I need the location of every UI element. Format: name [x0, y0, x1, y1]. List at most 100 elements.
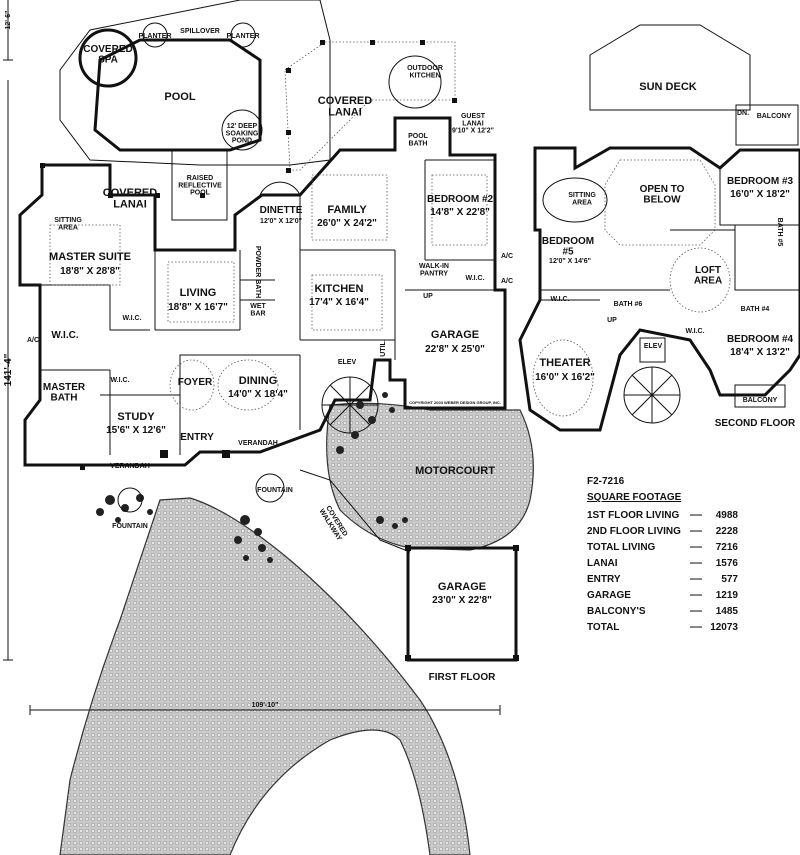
label-wic-master-2: W.I.C.	[51, 330, 78, 341]
label-theater-dim: 16'0" X 16'2"	[535, 372, 595, 383]
label-theater: THEATER	[539, 357, 590, 369]
label-fountain-2: FOUNTAIN	[257, 487, 293, 494]
label-up-second: UP	[607, 317, 617, 324]
label-elev-second: ELEV	[644, 343, 663, 350]
dim-depth-top: 12'-6"	[5, 11, 12, 30]
label-bedroom3-dim: 16'0" X 18'2"	[730, 189, 790, 200]
sqft-value: 1485	[716, 606, 739, 617]
second-floor-outline	[518, 24, 800, 432]
label-planter-right: PLANTER	[226, 33, 259, 40]
label-study: STUDY	[117, 411, 155, 423]
sqft-value: 7216	[716, 542, 739, 553]
sqft-label: LANAI	[587, 558, 618, 569]
label-family: FAMILY	[327, 204, 367, 216]
label-wic-study: W.I.C.	[110, 377, 129, 384]
first-floor-caption: FIRST FLOOR	[429, 672, 496, 683]
sqft-value: 12073	[710, 622, 738, 633]
label-verandah-1: VERANDAH	[238, 440, 278, 447]
label-dining: DINING	[239, 375, 278, 387]
label-fountain-1: FOUNTAIN	[112, 523, 148, 530]
label-balcony-top: BALCONY	[757, 113, 792, 120]
label-elev-first: ELEV	[338, 359, 357, 366]
dimension-lines	[3, 0, 501, 715]
label-kitchen: KITCHEN	[315, 283, 364, 295]
first-floor-outline	[18, 116, 507, 467]
label-powder-bath: POWDER BATH	[254, 246, 261, 298]
sqft-rows: 1ST FLOOR LIVING 4988 2ND FLOOR LIVING 2228…	[587, 510, 738, 633]
sqft-label: 2ND FLOOR LIVING	[587, 526, 681, 537]
label-bedroom3: BEDROOM #3	[727, 176, 794, 187]
label-spillover: SPILLOVER	[180, 28, 220, 35]
label-wic-2b: W.I.C.	[685, 328, 704, 335]
sqft-value: 577	[721, 574, 738, 585]
sqft-value: 1219	[716, 590, 739, 601]
plan-code: F2-7216	[587, 476, 625, 487]
label-ac-2: A/C	[501, 278, 513, 285]
sqft-label: ENTRY	[587, 574, 621, 585]
label-garage1: GARAGE	[431, 329, 479, 341]
sqft-value: 1576	[716, 558, 739, 569]
garage2-outline	[405, 545, 519, 662]
label-living-dim: 18'8" X 16'7"	[168, 302, 228, 313]
pool-area	[59, 0, 331, 221]
dim-depth-total: 141'-4"	[3, 353, 14, 386]
label-dinette-dim: 12'0" X 12'0"	[260, 218, 302, 225]
label-living: LIVING	[180, 287, 217, 299]
label-master-suite-dim: 18'8" X 28'8"	[60, 266, 120, 277]
label-dn: DN.	[737, 110, 749, 117]
label-dining-dim: 14'0" X 18'4"	[228, 389, 288, 400]
sqft-label: 1ST FLOOR LIVING	[587, 510, 679, 521]
label-family-dim: 26'0" X 24'2"	[317, 218, 377, 229]
label-balcony-bottom: BALCONY	[743, 397, 778, 404]
label-bedroom4: BEDROOM #4	[727, 334, 794, 345]
label-bath5: BATH #5	[776, 218, 783, 247]
label-dinette: DINETTE	[260, 205, 303, 216]
label-garage2: GARAGE	[438, 581, 486, 593]
label-bedroom2-dim: 14'8" X 22'8"	[430, 207, 490, 218]
label-foyer: FOYER	[178, 377, 213, 388]
covered-lanai	[284, 41, 456, 171]
landscaping	[96, 392, 408, 563]
dim-width-total: 109'-10"	[252, 702, 279, 709]
label-util: UTIL.	[380, 339, 387, 357]
sqft-label: BALCONY'S	[587, 606, 646, 617]
label-pool: POOL	[164, 91, 195, 103]
label-wic-master: W.I.C.	[122, 315, 141, 322]
label-up-first: UP	[423, 293, 433, 300]
label-bedroom4-dim: 18'4" X 13'2"	[730, 347, 790, 358]
driveway	[59, 402, 534, 855]
second-floor-caption: SECOND FLOOR	[715, 418, 796, 429]
label-copyright: COPYRIGHT 2003 WEBER DESIGN GROUP, INC.	[409, 400, 501, 405]
label-ac-master: A/C	[27, 337, 39, 344]
label-bedroom2: BEDROOM #2	[427, 194, 494, 205]
label-bath4: BATH #4	[741, 306, 770, 313]
label-bath6: BATH #6	[614, 301, 643, 308]
label-entry: ENTRY	[180, 432, 214, 443]
label-verandah-2: VERANDAH	[110, 463, 150, 470]
label-bedroom5: BEDROOM#5	[542, 236, 594, 258]
label-motorcourt: MOTORCOURT	[415, 465, 495, 477]
label-study-dim: 15'6" X 12'6"	[106, 425, 166, 436]
sqft-title: SQUARE FOOTAGE	[587, 492, 682, 503]
sqft-value: 4988	[716, 510, 739, 521]
label-bedroom5-dim: 12'0" X 14'6"	[549, 258, 591, 265]
lanai-columns	[40, 40, 457, 470]
label-wic-kitchen: W.I.C.	[465, 275, 484, 282]
sqft-value: 2228	[716, 526, 739, 537]
